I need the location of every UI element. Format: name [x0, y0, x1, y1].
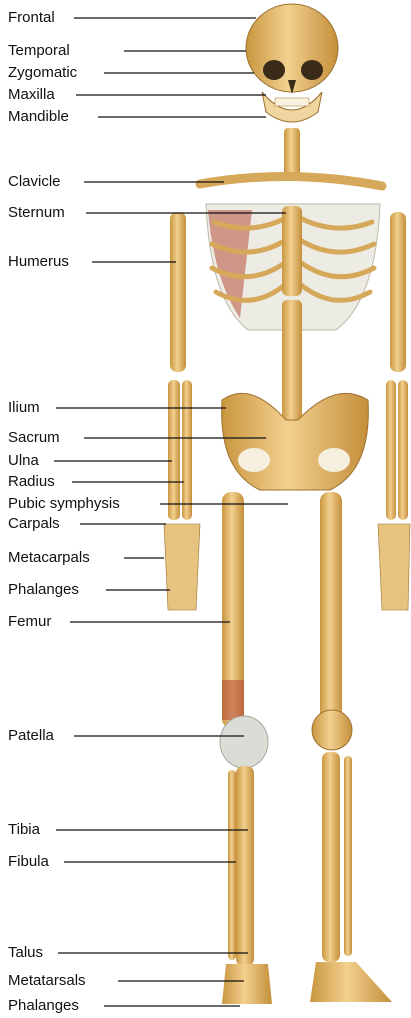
label-talus: Talus	[8, 944, 43, 961]
label-patella: Patella	[8, 727, 54, 744]
label-clavicle: Clavicle	[8, 173, 61, 190]
label-phalanges-foot: Phalanges	[8, 997, 79, 1014]
label-maxilla: Maxilla	[8, 86, 55, 103]
label-femur: Femur	[8, 613, 51, 630]
label-metatarsals: Metatarsals	[8, 972, 86, 989]
label-frontal: Frontal	[8, 9, 55, 26]
label-fibula: Fibula	[8, 853, 49, 870]
label-mandible: Mandible	[8, 108, 69, 125]
skull	[246, 4, 338, 122]
label-carpals: Carpals	[8, 515, 60, 532]
label-ilium: Ilium	[8, 399, 40, 416]
shoulder-girdle	[200, 176, 382, 186]
spine-neck	[284, 128, 300, 178]
label-phalanges-hand: Phalanges	[8, 581, 79, 598]
label-zygomatic: Zygomatic	[8, 64, 77, 81]
label-temporal: Temporal	[8, 42, 70, 59]
label-metacarpals: Metacarpals	[8, 549, 90, 566]
spine-lumbar	[282, 300, 302, 420]
legs	[220, 492, 392, 1004]
label-humerus: Humerus	[8, 253, 69, 270]
label-sternum: Sternum	[8, 204, 65, 221]
label-radius: Radius	[8, 473, 55, 490]
label-tibia: Tibia	[8, 821, 40, 838]
label-ulna: Ulna	[8, 452, 39, 469]
label-sacrum: Sacrum	[8, 429, 60, 446]
label-pubic-symphysis: Pubic symphysis	[8, 495, 120, 512]
